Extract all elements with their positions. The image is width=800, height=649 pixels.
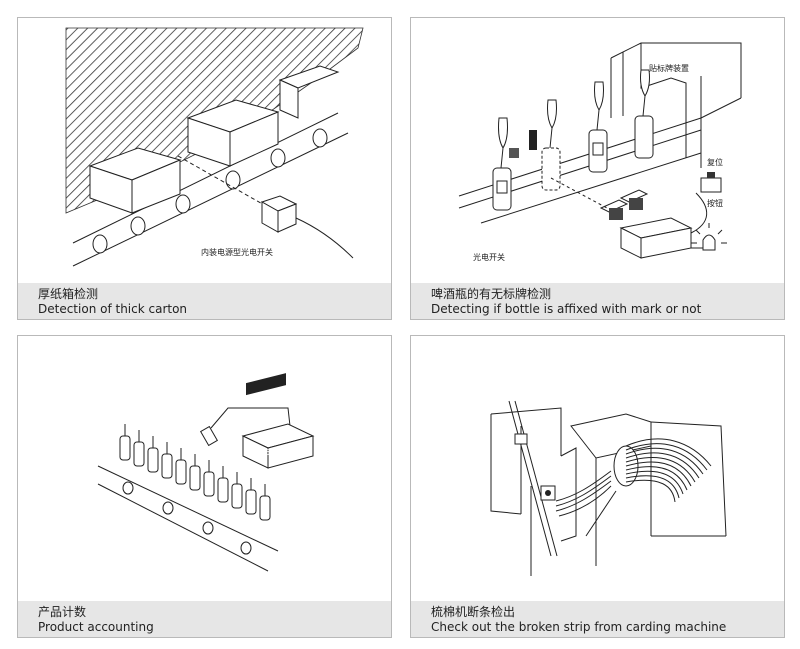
caption-en: Detection of thick carton — [38, 302, 188, 316]
label-tag — [509, 148, 519, 158]
caption-en: Product accounting — [38, 620, 154, 634]
caption: 产品计数 Product accounting — [18, 601, 391, 637]
carding-unit — [570, 413, 727, 566]
counter-display: 88:1528 — [247, 448, 280, 457]
controller-box — [619, 217, 693, 259]
caption: 梳棉机断条检出 Check out the broken strip from … — [411, 601, 784, 637]
panel-bottle-label-detection: 贴标牌装置 — [410, 17, 785, 320]
labeler-label: 贴标牌装置 — [649, 63, 689, 73]
sensor-label: 内装电源型光电开关 — [201, 247, 273, 257]
bottle-labeling-illustration: 贴标牌装置 — [458, 42, 742, 262]
label-tag — [529, 130, 537, 150]
carton-box — [88, 147, 182, 214]
bottle — [541, 99, 561, 191]
bottle — [634, 69, 654, 159]
photoelectric-sensor-icon — [260, 195, 354, 259]
caption: 啤酒瓶的有无标牌检测 Detecting if bottle is affixe… — [411, 283, 784, 319]
caption-zh: 啤酒瓶的有无标牌检测 — [431, 287, 552, 301]
caption: 厚纸箱检测 Detection of thick carton — [18, 283, 391, 319]
cotton-strip — [555, 470, 617, 537]
panel-carton-detection: 内装电源型光电开关 厚纸箱检测 Detection of thick carto… — [17, 17, 392, 320]
caption-en: Check out the broken strip from carding … — [431, 620, 727, 634]
photoelectric-sensor-icon — [199, 425, 219, 447]
carton-box — [278, 65, 340, 119]
photoelectric-sensor-icon — [599, 189, 649, 220]
panel-carding-machine: 梳棉机断条检出 Check out the broken strip from … — [410, 335, 785, 638]
reset-label: 复位 — [707, 157, 723, 167]
photoelectric-sensor-icon — [540, 485, 556, 501]
caption-zh: 产品计数 — [38, 605, 87, 619]
conveyor-rollers — [92, 128, 328, 254]
carding-machine-illustration — [490, 400, 727, 576]
product-counting-illustration: 88:1528 — [97, 373, 315, 572]
machine-housing — [490, 407, 577, 542]
push-button-icon — [700, 172, 722, 193]
carton-conveyor-illustration: 内装电源型光电开关 — [65, 27, 364, 267]
bottle — [492, 117, 512, 211]
labeling-machine — [610, 42, 742, 168]
indicator-lamp-icon — [691, 223, 727, 251]
carton-box — [186, 99, 280, 167]
button-label: 按钮 — [707, 198, 723, 208]
sensor-label: 光电开关 — [473, 252, 505, 262]
caption-en: Detecting if bottle is affixed with mark… — [431, 302, 702, 316]
conveyor-rollers — [122, 481, 252, 555]
caption-zh: 厚纸箱检测 — [38, 287, 99, 301]
fiber-roller — [613, 438, 712, 503]
product-ampoule — [119, 424, 271, 521]
panel-product-counting: 88:1528 产品计数 Product accounting — [17, 335, 392, 638]
bottle — [588, 81, 608, 173]
caption-zh: 梳棉机断条检出 — [431, 605, 516, 619]
digital-counter-icon — [241, 373, 315, 469]
